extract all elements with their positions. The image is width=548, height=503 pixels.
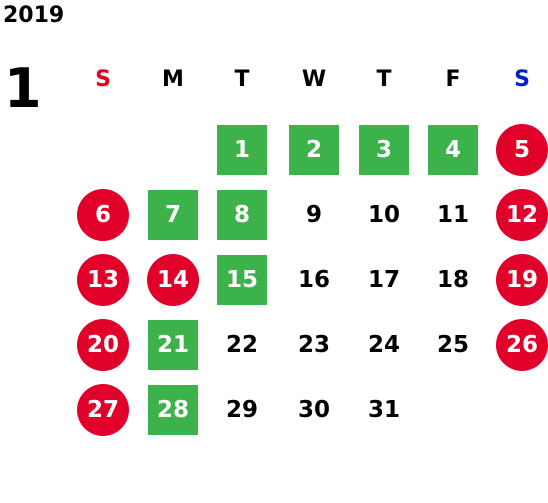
day-cell-3[interactable]: 3 (359, 125, 409, 175)
weekday-thursday: T (376, 67, 392, 92)
day-cell-7[interactable]: 7 (148, 190, 198, 240)
weekday-monday: M (162, 67, 184, 92)
day-cell-13[interactable]: 13 (77, 254, 129, 306)
month-label: 1 (4, 57, 42, 120)
day-cell-19[interactable]: 19 (496, 254, 548, 306)
day-cell-9[interactable]: 9 (305, 202, 322, 228)
day-cell-6[interactable]: 6 (77, 189, 129, 241)
day-cell-25[interactable]: 25 (436, 332, 469, 358)
day-cell-12[interactable]: 12 (496, 189, 548, 241)
day-cell-2[interactable]: 2 (289, 125, 339, 175)
day-cell-22[interactable]: 22 (225, 332, 258, 358)
day-cell-29[interactable]: 29 (225, 397, 258, 423)
weekday-tuesday: T (234, 67, 250, 92)
weekday-wednesday: W (301, 67, 327, 92)
day-cell-26[interactable]: 26 (496, 319, 548, 371)
day-cell-27[interactable]: 27 (77, 384, 129, 436)
day-cell-14[interactable]: 14 (147, 254, 199, 306)
day-cell-17[interactable]: 17 (367, 267, 400, 293)
day-cell-1[interactable]: 1 (217, 125, 267, 175)
day-cell-15[interactable]: 15 (217, 255, 267, 305)
day-cell-20[interactable]: 20 (77, 319, 129, 371)
day-cell-8[interactable]: 8 (217, 190, 267, 240)
weekday-sunday: S (95, 67, 111, 92)
day-cell-23[interactable]: 23 (297, 332, 330, 358)
day-cell-11[interactable]: 11 (436, 202, 469, 228)
day-cell-31[interactable]: 31 (367, 397, 400, 423)
day-cell-28[interactable]: 28 (148, 385, 198, 435)
day-cell-24[interactable]: 24 (367, 332, 400, 358)
day-cell-30[interactable]: 30 (297, 397, 330, 423)
day-cell-18[interactable]: 18 (436, 267, 469, 293)
weekday-friday: F (445, 67, 461, 92)
day-cell-16[interactable]: 16 (297, 267, 330, 293)
year-label: 2019 (3, 3, 65, 28)
day-cell-5[interactable]: 5 (496, 124, 548, 176)
day-cell-10[interactable]: 10 (367, 202, 400, 228)
weekday-saturday: S (514, 67, 530, 92)
day-cell-4[interactable]: 4 (428, 125, 478, 175)
day-cell-21[interactable]: 21 (148, 320, 198, 370)
